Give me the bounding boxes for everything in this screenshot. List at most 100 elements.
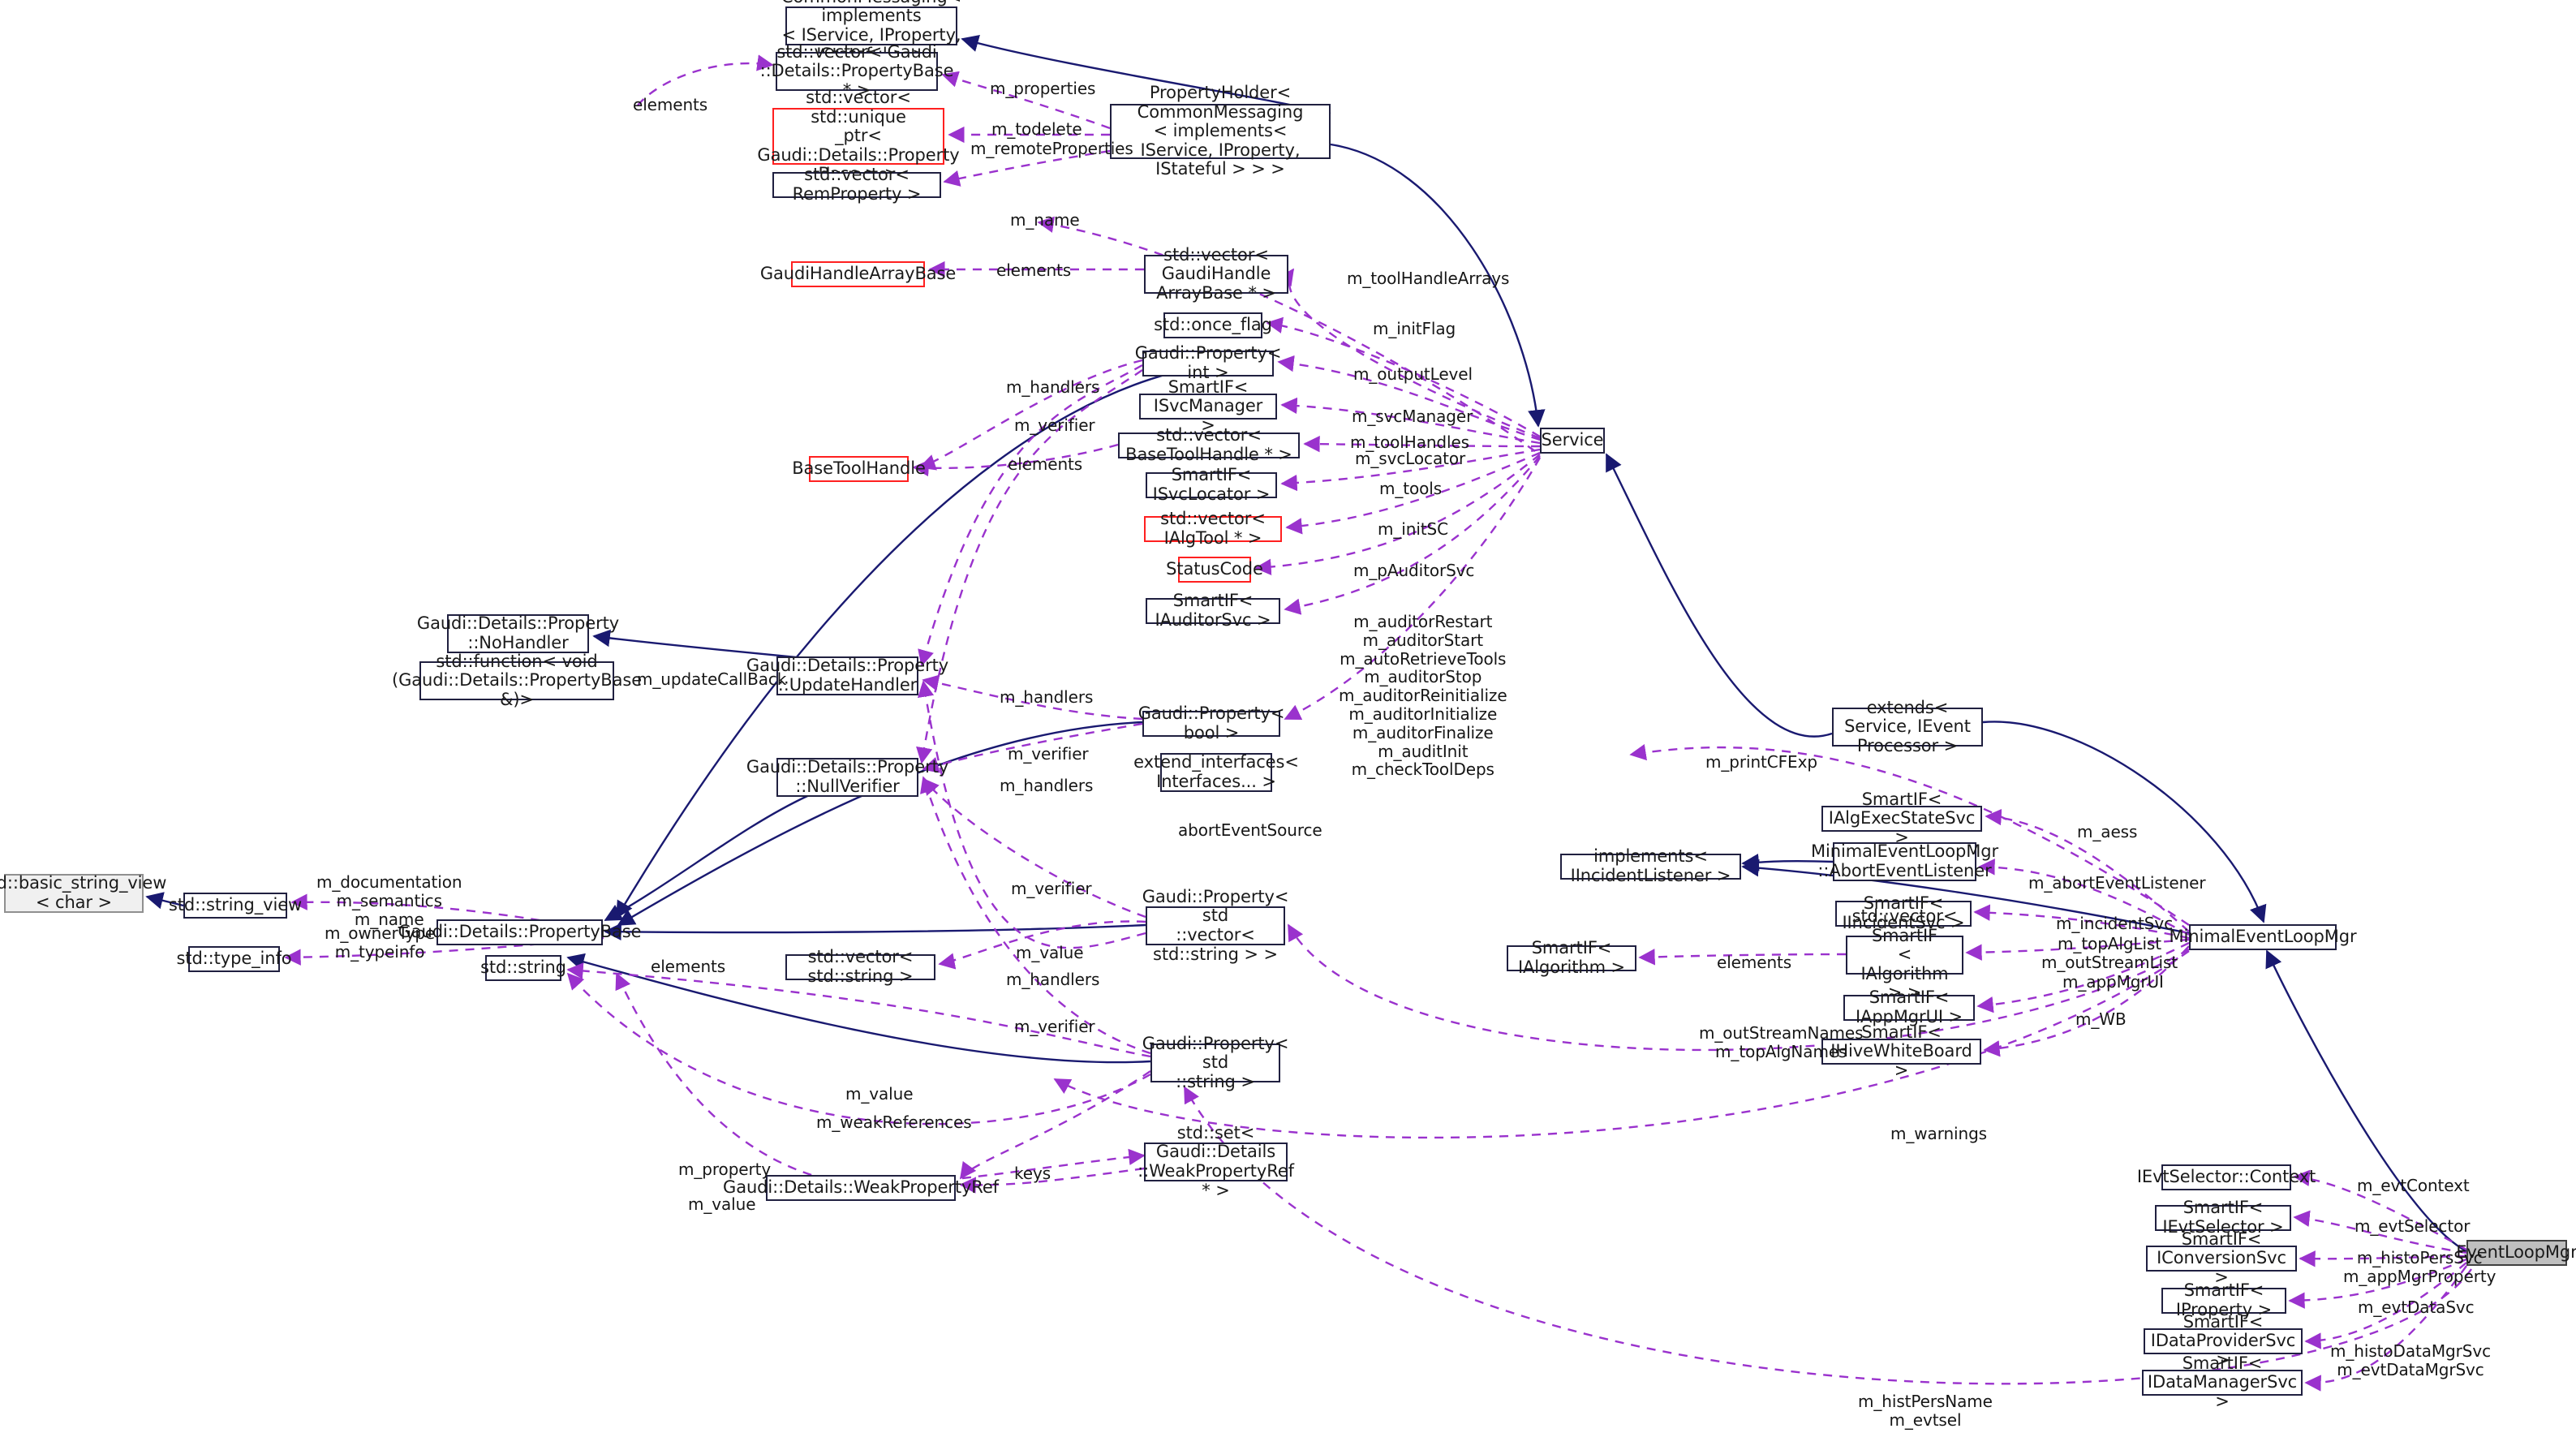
edge-label-m_svcManager: m_svcManager [1352,407,1473,426]
edge-label-m_verifier_4: m_verifier [1011,879,1092,898]
edge-label-m_outputLevel: m_outputLevel [1353,364,1473,384]
class-node-prop_nohandler[interactable]: Gaudi::Details::Property ::NoHandler [416,613,620,653]
class-node-basic_string_view[interactable]: std::basic_string_view < char > [0,873,167,913]
class-node-smartif_ievtselector[interactable]: SmartIF< IEvtSelector > [2155,1198,2291,1237]
edge-label-elements_alg: elements [1717,953,1792,972]
class-node-propertybase[interactable]: Gaudi::Details::PropertyBase [398,919,642,945]
edge-label-m_svcLocator: m_svcLocator [1355,449,1466,468]
edge-label-m_printCFExp: m_printCFExp [1705,752,1817,772]
edge-label-m_ownerType: m_ownerType m_typeinfo [325,923,436,962]
edge-label-elements_bth: elements [1008,454,1083,474]
class-node-vec_string[interactable]: std::vector< std::string > [785,948,935,986]
edge-label-elements_gha: elements [996,260,1072,280]
edge-label-keys: keys [1014,1164,1051,1183]
class-node-smartif_iconversionsvc[interactable]: SmartIF< IConversionSvc > [2146,1229,2297,1287]
edge-label-m_abortEventListener: m_abortEventListener [2028,873,2206,893]
class-node-smartif_idatamanagersvc[interactable]: SmartIF< IDataManagerSvc > [2142,1353,2303,1411]
edge-label-elements_top: elements [633,95,708,114]
class-node-once_flag[interactable]: std::once_flag [1154,312,1272,338]
class-node-vec_unique_propbase[interactable]: std::vector< std::unique _ptr< Gaudi::De… [757,88,960,183]
class-node-basetoolhandle[interactable]: BaseToolHandle [792,456,926,482]
class-node-set_weakpropertyref[interactable]: std::set< Gaudi::Details ::WeakPropertyR… [1137,1122,1294,1200]
class-node-vec_remproperty[interactable]: std::vector< RemProperty > [772,166,941,204]
class-node-prop_nullverifier[interactable]: Gaudi::Details::Property ::NullVerifier [746,757,949,797]
edge-label-m_evtDataSvc: m_evtDataSvc [2358,1297,2475,1317]
edge-label-m_initSC: m_initSC [1378,519,1448,539]
class-node-smartif_ihivewhiteboard[interactable]: SmartIF< IHiveWhiteBoard > [1821,1022,1981,1080]
class-node-prop_vec_string[interactable]: Gaudi::Property< std ::vector< std::stri… [1142,886,1289,964]
edge-label-m_handlers_2: m_handlers [1000,687,1094,707]
edge-label-m_histoDataMgrSvc: m_histoDataMgrSvc m_evtDataMgrSvc [2330,1341,2491,1379]
class-node-vec_ialgtool[interactable]: std::vector< IAlgTool * > [1144,510,1282,548]
class-node-vec_smartif_ialgorithm[interactable]: std::vector< SmartIF < IAlgorithm > > [1846,906,1963,1002]
edge-label-m_property: m_property [678,1160,772,1179]
class-node-vec_propbase_ptr[interactable]: std::vector< Gaudi ::Details::PropertyBa… [759,41,954,100]
class-node-minimaleventloopmgr[interactable]: MinimalEventLoopMgr [2170,924,2357,950]
class-node-commonmessaging[interactable]: CommonMessaging< implements < IService, … [781,0,961,63]
class-node-std_string[interactable]: std::string [480,955,566,981]
edge-label-abortEventSource: abortEventSource [1178,820,1322,840]
edge-label-m_tools: m_tools [1379,479,1443,498]
edge-label-m_evtSelector: m_evtSelector [2355,1216,2471,1236]
class-node-weakpropertyref[interactable]: Gaudi::Details::WeakPropertyRef [723,1175,999,1201]
class-node-smartif_isvclocator[interactable]: SmartIF< ISvcLocator > [1146,466,1277,504]
class-node-smartif_idataprovidersvc[interactable]: SmartIF< IDataProviderSvc > [2144,1312,2303,1370]
class-node-vec_gaudihandlearraybase[interactable]: std::vector< GaudiHandle ArrayBase * > [1144,245,1288,303]
edge-label-m_warnings: m_warnings [1890,1124,1987,1143]
class-node-extends_service_ieventprocessor[interactable]: extends< Service, IEvent Processor > [1832,698,1983,755]
edge-label-auditor_block: m_auditorRestart m_auditorStart m_autoRe… [1339,612,1507,780]
edge-label-m_handlers_4: m_handlers [1006,970,1100,989]
edge-label-m_todelete: m_todelete [991,119,1082,139]
edge-label-m_updateCallBack: m_updateCallBack [637,669,787,689]
class-node-smartif_ialgorithm[interactable]: SmartIF< IAlgorithm > [1507,939,1636,977]
edge-label-m_verifier_5: m_verifier [1014,1017,1095,1036]
class-node-smartif_iauditorsvc[interactable]: SmartIF< IAuditorSvc > [1146,592,1280,630]
edge-label-m_initFlag: m_initFlag [1373,319,1456,338]
edge-label-elements_str: elements [651,957,726,976]
edge-label-m_value_1: m_value [1016,943,1084,962]
edge-label-m_value_2: m_value [845,1084,914,1104]
edge-label-m_verifier_2: m_verifier [1008,744,1089,764]
edge-label-m_histoPersSvc: m_histoPersSvc m_appMgrProperty [2343,1248,2496,1286]
class-node-vec_basetoolhandle[interactable]: std::vector< BaseToolHandle * > [1118,426,1300,464]
edge-label-m_evtContext: m_evtContext [2357,1176,2470,1195]
class-node-gaudihandlearraybase[interactable]: GaudiHandleArrayBase [760,261,956,287]
edge-label-m_handlers_1: m_handlers [1006,377,1100,397]
edge-label-m_toolHandles: m_toolHandles [1350,432,1470,452]
edge-label-m_value_3: m_value [688,1194,756,1214]
edge-label-m_remoteProperties: m_remoteProperties [970,139,1133,158]
edge-label-m_incidentSvc: m_incidentSvc [2056,914,2174,933]
class-node-extend_interfaces[interactable]: extend_interfaces< Interfaces... > [1133,752,1299,792]
class-node-statuscode[interactable]: StatusCode [1166,557,1263,583]
class-node-minimal_abortevtlistener[interactable]: MinimalEventLoopMgr ::AbortEventListener [1811,841,1998,881]
class-node-ievtselector_context[interactable]: IEvtSelector::Context [2137,1164,2316,1190]
class-node-smartif_iproperty[interactable]: SmartIF< IProperty > [2161,1281,2286,1319]
edge-label-m_verifier_1: m_verifier [1014,415,1095,435]
class-node-smartif_ialgexecstatesvc[interactable]: SmartIF< IAlgExecStateSvc > [1821,790,1982,847]
class-node-prop_updatehandler[interactable]: Gaudi::Details::Property ::UpdateHandler [746,656,949,695]
edge-label-m_outStreamNames: m_outStreamNames m_topAlgNames [1699,1023,1864,1061]
class-node-prop_bool[interactable]: Gaudi::Property< bool > [1137,704,1285,742]
edge-label-m_documentation: m_documentation m_semantics m_name [316,872,462,929]
class-node-smartif_isvcmanager[interactable]: SmartIF< ISvcManager > [1139,377,1277,435]
edge-label-m_handlers_3: m_handlers [1000,776,1094,795]
class-node-eventloopmgr[interactable]: EventLoopMgr [2456,1240,2576,1266]
class-node-prop_string[interactable]: Gaudi::Property< std ::string > [1142,1033,1289,1091]
edge-label-m_name: m_name [1010,210,1080,230]
class-node-service[interactable]: Service [1540,428,1605,454]
edge-label-m_appMgrUI: m_appMgrUI [2062,972,2164,992]
edge-label-m_toolHandleArrays: m_toolHandleArrays [1347,269,1510,288]
class-node-std_function_void[interactable]: std::function< void (Gaudi::Details::Pro… [392,651,643,709]
edge-label-m_weakReferences: m_weakReferences [816,1112,972,1132]
edge-label-m_topAlgList: m_topAlgList m_outStreamList [2041,934,2178,972]
edge-label-m_properties: m_properties [990,79,1096,98]
class-node-implements_iincidentlistener[interactable]: implements< IIncidentListener > [1560,847,1741,885]
class-node-prop_int[interactable]: Gaudi::Property< int > [1134,343,1282,382]
edge-label-m_WB: m_WB [2075,1009,2127,1029]
class-node-propertyholder[interactable]: PropertyHolder< CommonMessaging < implem… [1110,83,1331,179]
class-node-smartif_iappmgrui[interactable]: SmartIF< IAppMgrUI > [1843,988,1975,1026]
class-node-type_info[interactable]: std::type_info [176,946,292,972]
class-node-string_view[interactable]: std::string_view [169,893,302,919]
edge-label-m_histPersName: m_histPersName m_evtsel [1858,1392,1993,1430]
